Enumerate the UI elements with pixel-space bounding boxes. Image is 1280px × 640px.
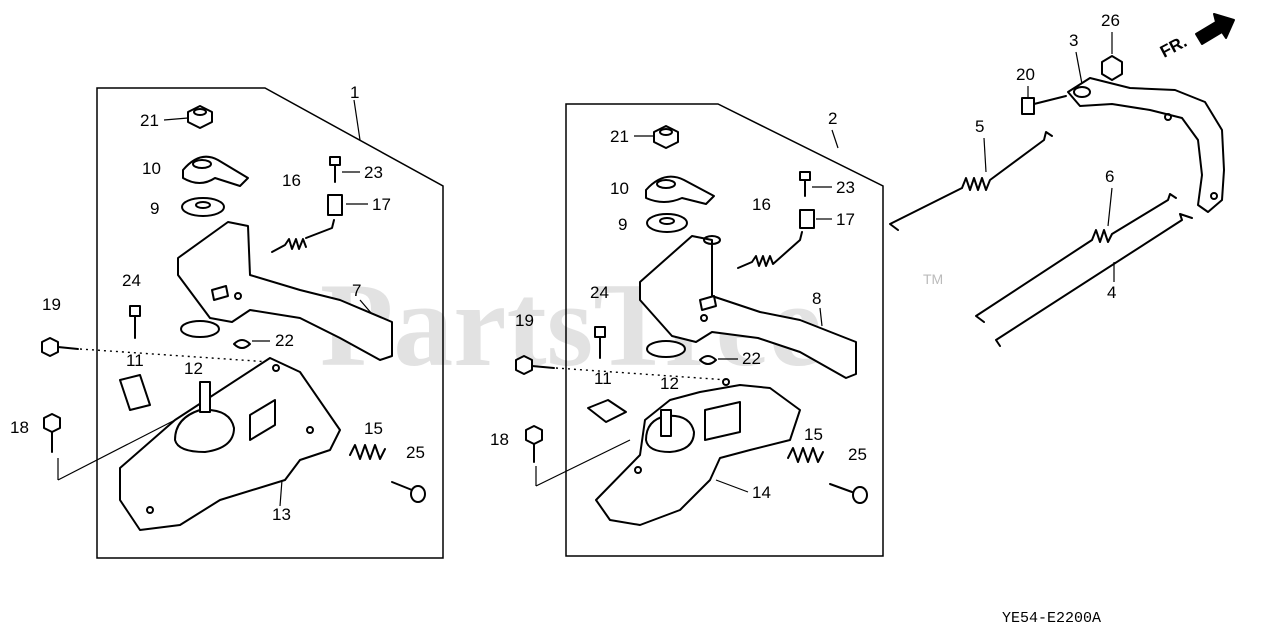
callout-1: 1 bbox=[350, 83, 359, 102]
nut-21-middle bbox=[653, 125, 679, 149]
callout-10-middle: 10 bbox=[610, 179, 629, 198]
front-direction-label: FR. bbox=[1157, 32, 1190, 62]
collar-17-left bbox=[327, 194, 343, 216]
arm-3 bbox=[1067, 77, 1225, 213]
leader-2 bbox=[831, 129, 839, 149]
callout-15-left: 15 bbox=[364, 419, 383, 438]
callout-22-middle: 22 bbox=[742, 349, 761, 368]
spring-15-left bbox=[349, 444, 386, 460]
screw-25-left bbox=[391, 481, 426, 503]
callout-2: 2 bbox=[828, 109, 837, 128]
bolt-19-left bbox=[41, 337, 79, 357]
callout-15-middle: 15 bbox=[804, 425, 823, 444]
callout-11-left: 11 bbox=[126, 351, 144, 370]
clip-22-left bbox=[233, 339, 251, 349]
leader-14 bbox=[715, 479, 749, 493]
callout-23-left: 23 bbox=[364, 163, 383, 182]
cable-6 bbox=[975, 193, 1177, 323]
base-plate-14 bbox=[595, 378, 801, 526]
bolt-18-middle bbox=[525, 425, 543, 463]
washer-12-middle bbox=[646, 340, 686, 358]
callout-19-middle: 19 bbox=[515, 311, 534, 330]
clip-11-middle bbox=[587, 399, 627, 423]
callout-3: 3 bbox=[1069, 31, 1078, 50]
callout-17-middle: 17 bbox=[836, 210, 855, 229]
clip-22-middle bbox=[699, 355, 717, 365]
leader-6 bbox=[1107, 187, 1113, 227]
clip-11-left bbox=[119, 374, 151, 411]
lever-7 bbox=[177, 221, 393, 361]
leader-7 bbox=[359, 299, 373, 315]
screw-23-middle bbox=[799, 171, 811, 197]
assembly-1-frame bbox=[96, 87, 444, 559]
front-direction-arrow bbox=[1195, 13, 1235, 45]
leader-13 bbox=[279, 479, 283, 507]
leader-18-middle bbox=[535, 439, 631, 487]
screw-23-left bbox=[329, 156, 341, 183]
callout-10-left: 10 bbox=[142, 159, 161, 178]
callout-20: 20 bbox=[1016, 65, 1035, 84]
diagram-code: YE54-E2200A bbox=[1002, 610, 1101, 627]
callout-9-left: 9 bbox=[150, 199, 159, 218]
callout-4: 4 bbox=[1107, 283, 1116, 302]
leader-3 bbox=[1075, 51, 1083, 85]
plate-10-middle bbox=[645, 175, 715, 205]
bolt-24-middle bbox=[594, 326, 606, 359]
leader-5 bbox=[983, 137, 987, 173]
screw-25-middle bbox=[829, 483, 868, 504]
callout-12-middle: 12 bbox=[660, 374, 679, 393]
collar-17-middle bbox=[799, 209, 815, 229]
callout-24-middle: 24 bbox=[590, 283, 609, 302]
callout-5: 5 bbox=[975, 117, 984, 136]
leader-8 bbox=[819, 307, 823, 327]
nut-21-left bbox=[187, 105, 213, 129]
callout-21-middle: 21 bbox=[610, 127, 629, 146]
leader-18-left bbox=[57, 419, 176, 481]
plate-10-left bbox=[182, 155, 249, 187]
assembly-2-frame bbox=[565, 103, 884, 557]
bolt-24-left bbox=[129, 305, 141, 339]
callout-26: 26 bbox=[1101, 11, 1120, 30]
spring-16-middle bbox=[737, 231, 803, 269]
callout-7: 7 bbox=[352, 281, 361, 300]
callout-25-left: 25 bbox=[406, 443, 425, 462]
nut-26 bbox=[1101, 55, 1123, 81]
spring-16-left bbox=[271, 219, 335, 253]
callout-19-left: 19 bbox=[42, 295, 61, 314]
leader-1 bbox=[353, 99, 361, 141]
callout-8: 8 bbox=[812, 289, 821, 308]
bolt-19-middle bbox=[515, 355, 555, 375]
washer-12-left bbox=[180, 320, 220, 338]
callout-12-left: 12 bbox=[184, 359, 203, 378]
washer-9-middle bbox=[646, 213, 688, 233]
leader-21-left bbox=[163, 117, 189, 121]
callout-22-left: 22 bbox=[275, 331, 294, 350]
callout-25-middle: 25 bbox=[848, 445, 867, 464]
spring-5 bbox=[889, 131, 1053, 231]
callout-18-middle: 18 bbox=[490, 430, 509, 449]
callout-16-middle: 16 bbox=[752, 195, 771, 214]
callout-18-left: 18 bbox=[10, 418, 29, 437]
watermark-trademark: TM bbox=[923, 271, 943, 287]
rod-4 bbox=[995, 213, 1193, 347]
callout-23-middle: 23 bbox=[836, 178, 855, 197]
bolt-20 bbox=[1021, 95, 1067, 115]
spring-15-middle bbox=[787, 447, 824, 463]
callout-14: 14 bbox=[752, 483, 771, 502]
callout-11-middle: 11 bbox=[594, 369, 612, 388]
callout-24-left: 24 bbox=[122, 271, 141, 290]
bolt-18-left bbox=[43, 413, 61, 453]
callout-9-middle: 9 bbox=[618, 215, 627, 234]
callout-16-left: 16 bbox=[282, 171, 301, 190]
callout-6: 6 bbox=[1105, 167, 1114, 186]
dotted-line-19-left bbox=[79, 348, 271, 363]
callout-17-left: 17 bbox=[372, 195, 391, 214]
washer-9-left bbox=[181, 197, 225, 217]
lever-8 bbox=[639, 235, 857, 379]
callout-13: 13 bbox=[272, 505, 291, 524]
base-plate-13 bbox=[119, 357, 341, 531]
callout-21-left: 21 bbox=[140, 111, 159, 130]
